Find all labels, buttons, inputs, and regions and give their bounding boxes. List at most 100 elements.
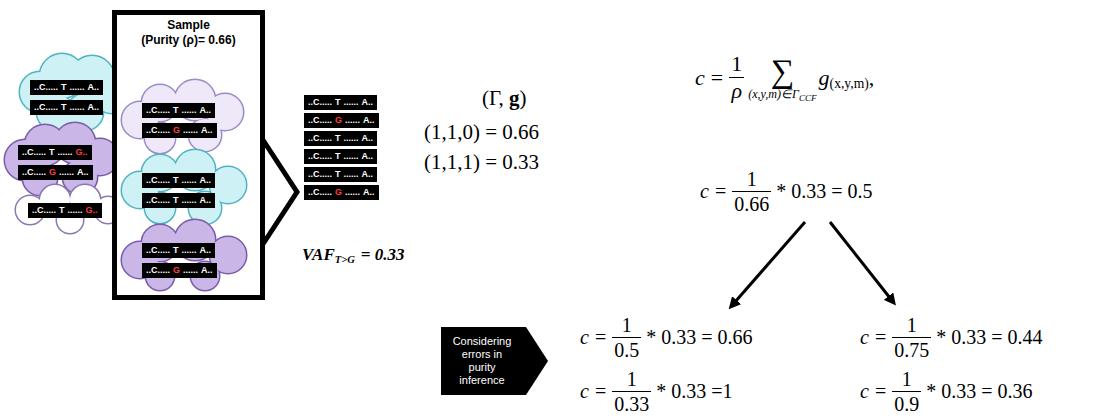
- note-line: Considering errors in purity inference: [448, 335, 516, 387]
- sum-range: (x,y,m)∈ΓCCF: [748, 88, 816, 100]
- read-base: ......: [68, 205, 83, 216]
- branch-arrow: [830, 222, 890, 298]
- read-base: ..C.....: [146, 175, 170, 186]
- read-bar: ..C.....G......A..: [304, 113, 379, 128]
- math-text: * 0.33 = 0.66: [646, 326, 752, 349]
- read-base: A..: [362, 97, 374, 108]
- sample-heading: Sample(Purity (ρ)= 0.66): [117, 15, 260, 48]
- fraction: 10.5: [612, 314, 641, 361]
- numerator: 1: [729, 52, 744, 77]
- math-text: =: [875, 326, 886, 349]
- read-base: A..: [77, 167, 89, 178]
- read-base: A..: [88, 102, 100, 113]
- math-text: * 0.33 = 0.36: [926, 380, 1032, 403]
- math-text: ): [519, 86, 526, 111]
- read-base: ......: [70, 102, 85, 113]
- math-text: = 0.33: [361, 245, 405, 265]
- read-base: A..: [201, 125, 213, 136]
- read-base: ..C.....: [308, 151, 332, 162]
- denominator: ρ: [729, 77, 744, 103]
- denominator: 0.5: [612, 337, 641, 361]
- arrow-fill: [441, 327, 548, 395]
- read-base: ..C.....: [308, 115, 332, 126]
- math-text: c: [860, 380, 869, 403]
- math-text: c: [860, 326, 869, 349]
- read-bar: ..C.....G......A..: [142, 263, 217, 278]
- read-base: ......: [183, 125, 198, 136]
- read-base: ..C.....: [22, 167, 46, 178]
- fraction: 10.75: [892, 314, 931, 361]
- read-base: ......: [345, 187, 360, 198]
- read-base: A..: [88, 82, 100, 93]
- math-text: =: [875, 380, 886, 403]
- sample-title: Sample: [117, 18, 260, 33]
- set-subscript: CCF: [799, 93, 817, 103]
- math-text: * 0.33 =1: [656, 380, 732, 403]
- read-base: T: [173, 245, 179, 256]
- sample-ground: [112, 10, 265, 300]
- read-base: A..: [201, 265, 213, 276]
- equation: c=1ρ∑(x,y,m)∈ΓCCFg(x,y,m),: [695, 52, 874, 103]
- read-base: A..: [362, 169, 374, 180]
- read-bar: ..C.....T......A..: [142, 103, 215, 118]
- read-base: ......: [345, 115, 360, 126]
- read-base: T: [335, 169, 341, 180]
- read-base: ..C.....: [146, 105, 170, 116]
- denominator: 0.75: [892, 337, 931, 361]
- math-text: g: [819, 65, 830, 91]
- read-base: ..C.....: [32, 205, 56, 216]
- math-text: (1,1,1) = 0.33: [424, 150, 539, 175]
- equation: (Γ,g): [482, 86, 526, 111]
- read-base: ......: [182, 195, 197, 206]
- read-base: ..C.....: [146, 125, 170, 136]
- numerator: 1: [905, 314, 919, 337]
- numerator: 1: [625, 368, 639, 391]
- read-base: A..: [363, 115, 375, 126]
- math-text: =: [711, 65, 723, 91]
- read-bar: ..C.....G......A..: [18, 165, 93, 180]
- read-bar: ..C.....T......A..: [304, 167, 377, 182]
- math-text: (Γ,: [482, 86, 504, 111]
- read-bar: ..C.....G......A..: [142, 123, 217, 138]
- read-base: T: [335, 97, 341, 108]
- note-arrow-box: Considering errors in purity inference: [441, 327, 548, 395]
- numerator: 1: [620, 314, 634, 337]
- sample-box: Sample(Purity (ρ)= 0.66)..C.....T......A…: [112, 10, 265, 300]
- cell-cloud: [5, 123, 118, 195]
- read-base: ......: [182, 175, 197, 186]
- math-text: (1,1,0) = 0.66: [424, 120, 539, 145]
- math-text: c: [580, 326, 589, 349]
- math-text: VAF: [302, 245, 335, 265]
- read-base: ......: [344, 151, 359, 162]
- numerator: 1: [900, 368, 914, 391]
- fraction: 10.9: [892, 368, 921, 415]
- read-base: A..: [200, 245, 212, 256]
- read-bar: ..C.....T......A..: [304, 149, 377, 164]
- math-text: =: [715, 180, 726, 203]
- read-base: G..: [76, 147, 88, 158]
- read-base: G: [173, 125, 180, 136]
- equation: c=10.66* 0.33 = 0.5: [700, 168, 872, 215]
- read-base: ..C.....: [308, 133, 332, 144]
- purity-label: (Purity (ρ)= 0.66): [117, 33, 260, 48]
- read-base: T: [173, 175, 179, 186]
- read-base: G: [335, 187, 342, 198]
- subscript: T>G: [335, 254, 355, 265]
- math-text: g: [509, 86, 520, 111]
- read-base: G: [335, 115, 342, 126]
- read-base: ......: [344, 133, 359, 144]
- read-base: T: [335, 133, 341, 144]
- cell-cloud: [122, 220, 246, 290]
- equation: c=10.75* 0.33 = 0.44: [860, 314, 1042, 361]
- read-base: ..C.....: [308, 187, 332, 198]
- read-base: A..: [363, 187, 375, 198]
- read-base: T: [61, 102, 67, 113]
- read-bar: ..C.....T......G..: [18, 145, 92, 160]
- branch-arrow: [735, 222, 805, 302]
- read-base: ..C.....: [34, 82, 58, 93]
- read-base: A..: [200, 105, 212, 116]
- read-base: T: [173, 195, 179, 206]
- fraction: 1ρ: [729, 52, 744, 103]
